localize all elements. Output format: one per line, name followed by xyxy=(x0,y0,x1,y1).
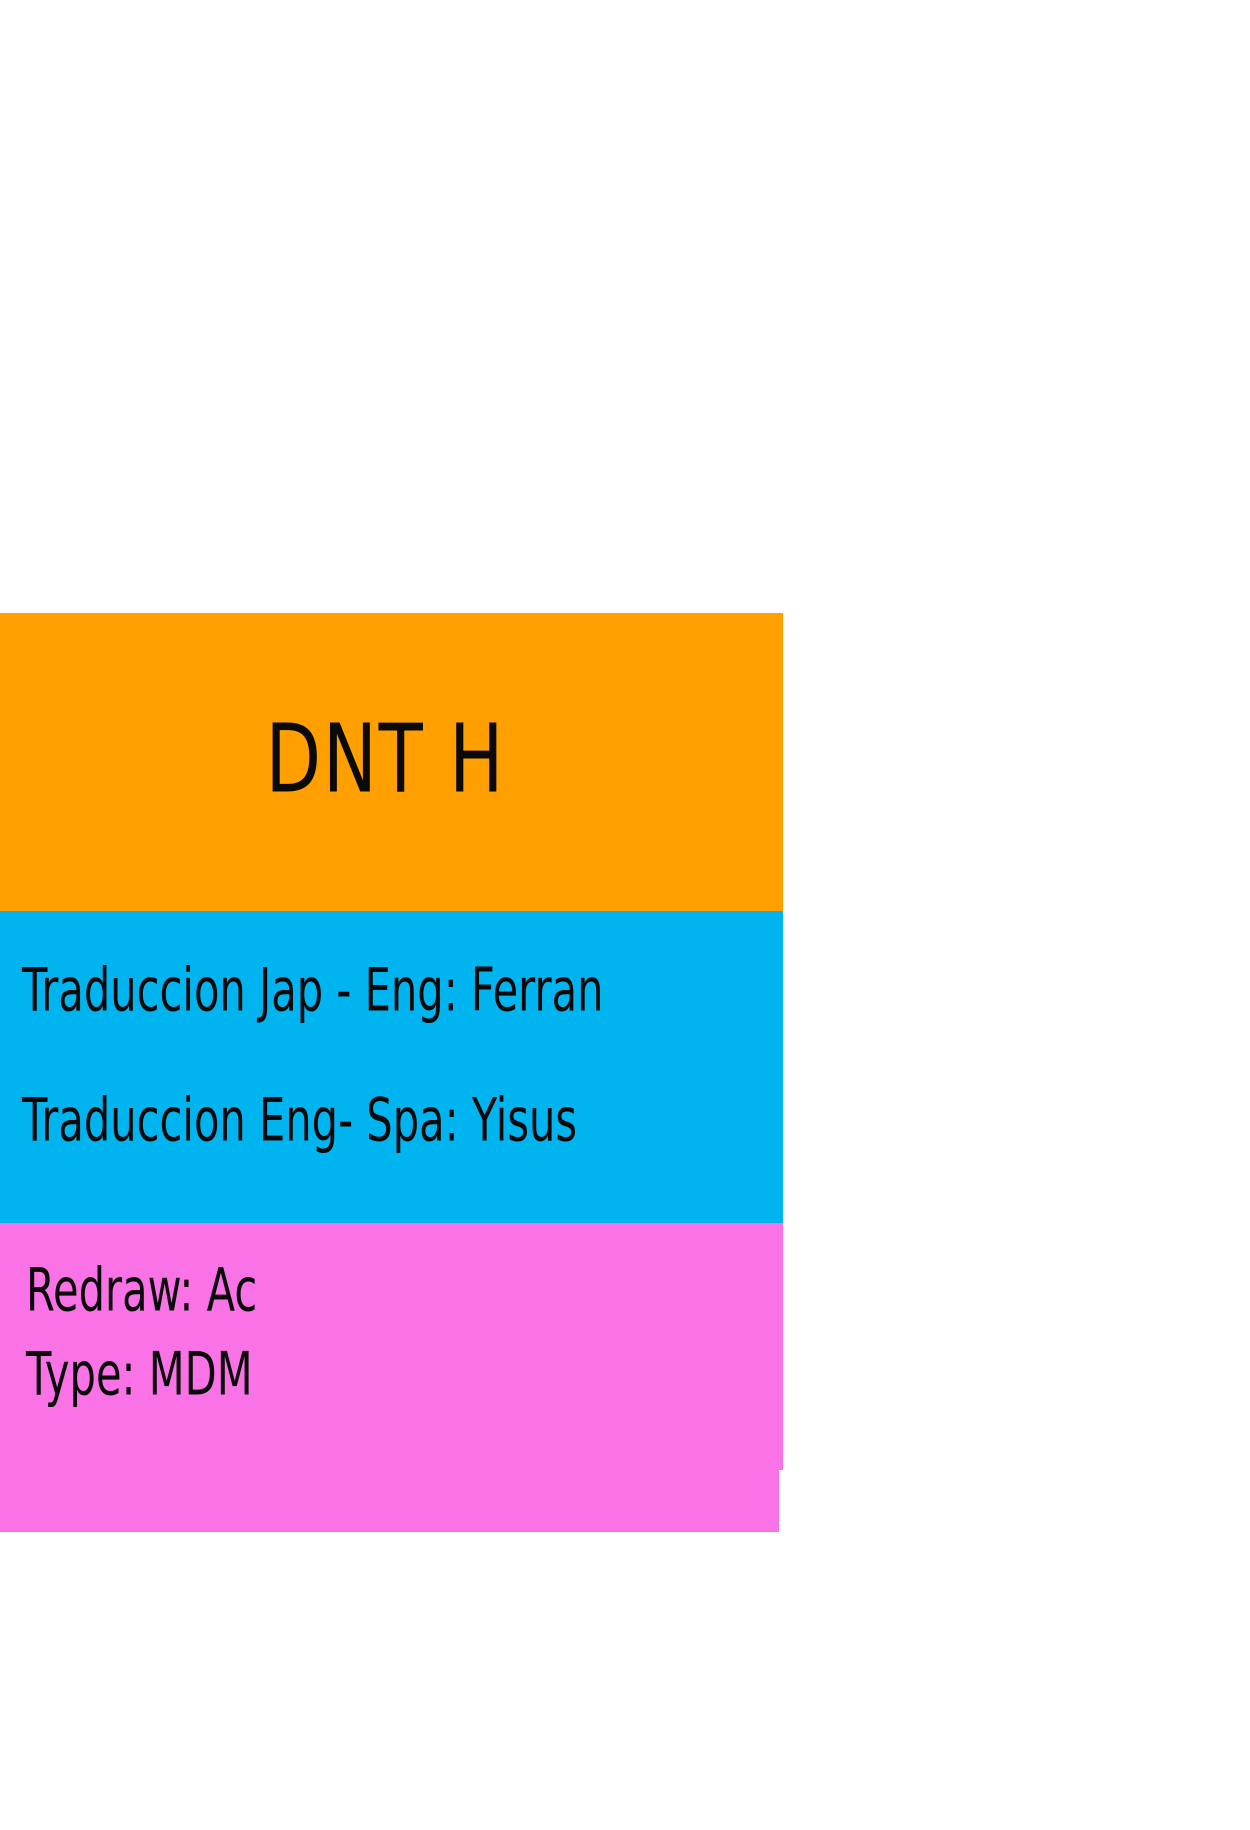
credit-line-translation-jap-eng: Traduccion Jap - Eng: Ferran xyxy=(22,956,604,1026)
page-title: DNT H xyxy=(265,704,506,814)
title-band: DNT H xyxy=(0,613,783,911)
credit-line-type: Type: MDM xyxy=(26,1340,253,1410)
credits-card: DNT H Traduccion Jap - Eng: Ferran Tradu… xyxy=(0,613,783,1532)
credit-line-redraw: Redraw: Ac xyxy=(26,1256,258,1326)
credit-line-translation-eng-spa: Traduccion Eng- Spa: Yisus xyxy=(22,1086,578,1156)
translation-credits-band: Traduccion Jap - Eng: Ferran Traduccion … xyxy=(0,911,783,1223)
staff-credits-band: Redraw: Ac Type: MDM xyxy=(0,1223,783,1532)
